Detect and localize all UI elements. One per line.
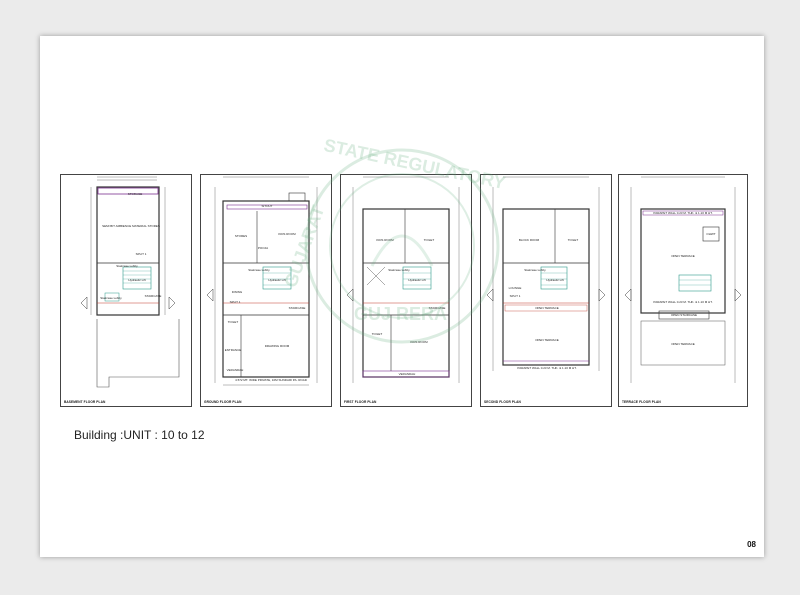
room-label: KIDS ROOM: [376, 238, 394, 242]
floor-plan-drawing: BLOCK ROOM TOILET Staircase Lobby Hydrau…: [486, 176, 606, 371]
road-label: 4.572 MT. WIDE PRIVATE, 10M SUNDARI PA. …: [235, 378, 308, 382]
room-label: TOILET: [568, 238, 579, 242]
room-label: OPEN TERRACE: [671, 342, 695, 346]
room-label: Staircase Lobby: [100, 296, 122, 300]
page-number: 08: [747, 540, 756, 549]
room-label: OPEN STAIRCASE: [671, 313, 697, 317]
parapet-note: PARAPET WALL 0.23 M. THK. & 1.10 M HT.: [517, 366, 576, 370]
plan-panel-first: KIDS ROOM TOILET Staircase Lobby Hydraul…: [340, 174, 472, 407]
drawing-sheet: STORAGE SEMI BIT AMBIENCE MATERIAL STORE…: [40, 36, 764, 557]
room-label: KIDS ROOM: [410, 340, 428, 344]
plan-panel-basement: STORAGE SEMI BIT AMBIENCE MATERIAL STORE…: [60, 174, 192, 407]
floor-plan-drawing: SITOUT STORES KIDS ROOM POOJA DINING Sta…: [206, 176, 318, 386]
plan-panel-terrace: PARAPET WALL 0.23 M. THK. & 1.10 M HT. O…: [618, 174, 748, 407]
building-caption: Building :UNIT : 10 to 12: [74, 428, 205, 442]
room-label: OPEN TERRACE: [535, 338, 559, 342]
floor-plan-drawing: KIDS ROOM TOILET Staircase Lobby Hydraul…: [346, 176, 460, 383]
room-label: Staircase Lobby: [248, 268, 270, 272]
room-label: TOILET: [372, 332, 383, 336]
room-label: OHWT: [706, 232, 715, 236]
room-label: STAIRCASE: [429, 306, 446, 310]
room-label: ENTRANCE: [225, 348, 242, 352]
plan-title: TERRACE FLOOR PLAN: [622, 400, 661, 404]
plan-panel-second: BLOCK ROOM TOILET Staircase Lobby Hydrau…: [480, 174, 612, 407]
room-label: BLOCK ROOM: [519, 238, 540, 242]
room-label: STAIRCASE: [289, 306, 306, 310]
room-label: VERANDAH: [399, 372, 416, 376]
room-label: TOILET: [228, 320, 239, 324]
room-label: VERANDAH: [227, 368, 244, 372]
room-label: STORAGE: [128, 192, 143, 196]
room-label: Staircase Lobby: [388, 268, 410, 272]
room-label: Hydraulic Lift: [128, 278, 146, 282]
room-label: SEMI BIT AMBIENCE MATERIAL STORES: [102, 224, 160, 228]
room-label: LOUNGE: [509, 286, 522, 290]
plan-title: BASEMENT FLOOR PLAN: [64, 400, 106, 404]
plan-title: GROUND FLOOR PLAN: [204, 400, 242, 404]
room-label: SPLIT 1: [510, 294, 521, 298]
plan-title: SECOND FLOOR PLAN: [484, 400, 521, 404]
room-label: SPLIT 1: [230, 300, 241, 304]
plan-panel-ground: SITOUT STORES KIDS ROOM POOJA DINING Sta…: [200, 174, 332, 407]
room-label: TOILET: [424, 238, 435, 242]
room-label: OPEN TERRACE: [535, 306, 559, 310]
room-label: SITOUT: [262, 204, 273, 208]
room-label: POOJA: [258, 246, 268, 250]
room-label: DINING: [232, 290, 243, 294]
floor-plan-drawing: STORAGE SEMI BIT AMBIENCE MATERIAL STORE…: [80, 176, 180, 388]
room-label: STORES: [235, 234, 247, 238]
parapet-note: PARAPET WALL 0.23 M. THK. & 1.10 M HT.: [653, 300, 712, 304]
plan-title: FIRST FLOOR PLAN: [344, 400, 377, 404]
room-label: Hydraulic Lift: [408, 278, 426, 282]
room-label: SPLIT 1: [136, 252, 147, 256]
room-label: OPEN TERRACE: [671, 254, 695, 258]
room-label: Staircase Lobby: [524, 268, 546, 272]
room-label: Hydraulic Lift: [268, 278, 286, 282]
parapet-note: PARAPET WALL 0.23 M. THK. & 1.10 M HT.: [653, 211, 712, 215]
room-label: Hydraulic Lift: [546, 278, 564, 282]
room-label: Staircase Lobby: [116, 264, 138, 268]
room-label: KIDS ROOM: [278, 232, 296, 236]
room-label: DRAWING ROOM: [265, 344, 290, 348]
room-label: STAIRCASE: [145, 294, 162, 298]
floor-plan-drawing: PARAPET WALL 0.23 M. THK. & 1.10 M HT. O…: [624, 176, 742, 383]
